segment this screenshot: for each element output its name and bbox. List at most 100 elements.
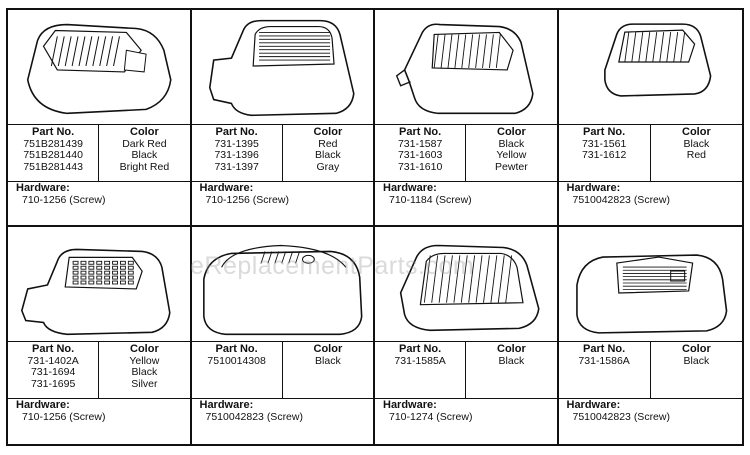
part-color: Black bbox=[498, 137, 525, 150]
part-illustration bbox=[559, 227, 743, 339]
part-number-header: Part No. bbox=[399, 343, 442, 355]
part-number: 751B281439 bbox=[23, 137, 83, 150]
part-color: Black bbox=[131, 366, 158, 378]
part-number: 731-1695 bbox=[30, 377, 76, 390]
hardware-value: 710-1256 (Screw) bbox=[22, 411, 106, 423]
hardware-label: Hardware: bbox=[16, 182, 70, 194]
part-number: 731-1612 bbox=[581, 149, 627, 161]
color-header: Color bbox=[497, 126, 526, 138]
hardware-label: Hardware: bbox=[566, 182, 621, 194]
part-number: 731-1587 bbox=[397, 137, 443, 150]
color-header: Color bbox=[682, 343, 711, 355]
part-color: Dark Red bbox=[122, 137, 167, 150]
color-header: Color bbox=[682, 126, 711, 138]
part-color: Black bbox=[683, 137, 710, 150]
part-color: Black bbox=[315, 149, 341, 161]
color-header: Color bbox=[313, 343, 343, 355]
color-header: Color bbox=[497, 343, 526, 355]
part-number: 731-1397 bbox=[214, 160, 259, 173]
part-number: 731-1585A bbox=[394, 354, 446, 367]
part-illustration bbox=[375, 10, 557, 122]
part-number-column: Part No.731-1586A bbox=[559, 342, 651, 398]
color-header: Color bbox=[130, 126, 159, 138]
hardware-block: Hardware:710-1184 (Screw) bbox=[383, 182, 472, 206]
part-number: 7510014308 bbox=[207, 354, 266, 367]
part-number: 751B281443 bbox=[23, 160, 83, 173]
hardware-value: 710-1274 (Screw) bbox=[389, 411, 473, 423]
hardware-label: Hardware: bbox=[566, 399, 621, 411]
part-color: Black bbox=[683, 354, 710, 367]
part-number: 731-1561 bbox=[581, 137, 627, 150]
hardware-label: Hardware: bbox=[199, 399, 254, 411]
color-header: Color bbox=[130, 343, 159, 355]
part-number: 731-1586A bbox=[578, 354, 630, 367]
part-color: Bright Red bbox=[119, 160, 170, 173]
part-number-column: Part No.731-1585A bbox=[375, 342, 467, 398]
hardware-block: Hardware:710-1274 (Screw) bbox=[383, 399, 472, 423]
part-number-header: Part No. bbox=[399, 126, 442, 138]
hardware-label: Hardware: bbox=[199, 182, 254, 194]
part-number: 731-1610 bbox=[397, 160, 443, 173]
part-illustration bbox=[559, 10, 743, 122]
hardware-label: Hardware: bbox=[383, 399, 437, 411]
part-color: Black bbox=[498, 354, 525, 367]
hardware-label: Hardware: bbox=[383, 182, 437, 194]
part-color: Yellow bbox=[129, 354, 160, 367]
part-color: Black bbox=[131, 149, 158, 161]
part-illustration bbox=[192, 227, 374, 339]
part-color: Black bbox=[315, 354, 341, 367]
hardware-block: Hardware:7510042823 (Screw) bbox=[567, 182, 670, 206]
part-illustration bbox=[192, 10, 374, 122]
part-illustration bbox=[375, 227, 557, 339]
hardware-value: 7510042823 (Screw) bbox=[572, 411, 670, 423]
part-illustration bbox=[8, 227, 190, 339]
part-number-header: Part No. bbox=[32, 126, 75, 138]
hardware-value: 710-1256 (Screw) bbox=[22, 194, 106, 206]
part-illustration bbox=[8, 10, 190, 122]
hardware-value: 7510042823 (Screw) bbox=[205, 411, 303, 423]
part-number-header: Part No. bbox=[215, 343, 258, 355]
hardware-value: 7510042823 (Screw) bbox=[572, 194, 670, 206]
part-color: Red bbox=[686, 149, 706, 161]
part-number: 731-1402A bbox=[27, 354, 79, 367]
part-color: Red bbox=[318, 137, 338, 150]
hardware-block: Hardware:710-1256 (Screw) bbox=[16, 399, 105, 423]
color-header: Color bbox=[313, 126, 343, 138]
part-number-header: Part No. bbox=[32, 343, 75, 355]
part-number: 751B281440 bbox=[23, 149, 83, 161]
part-number: 731-1396 bbox=[214, 149, 259, 161]
part-number: 731-1694 bbox=[30, 366, 76, 378]
part-color: Gray bbox=[316, 160, 340, 173]
hardware-value: 710-1256 (Screw) bbox=[205, 194, 289, 206]
part-number: 731-1603 bbox=[397, 149, 443, 161]
part-color: Pewter bbox=[495, 160, 528, 173]
part-color: Silver bbox=[131, 377, 158, 390]
part-number-header: Part No. bbox=[215, 126, 258, 138]
part-number-header: Part No. bbox=[583, 343, 626, 355]
